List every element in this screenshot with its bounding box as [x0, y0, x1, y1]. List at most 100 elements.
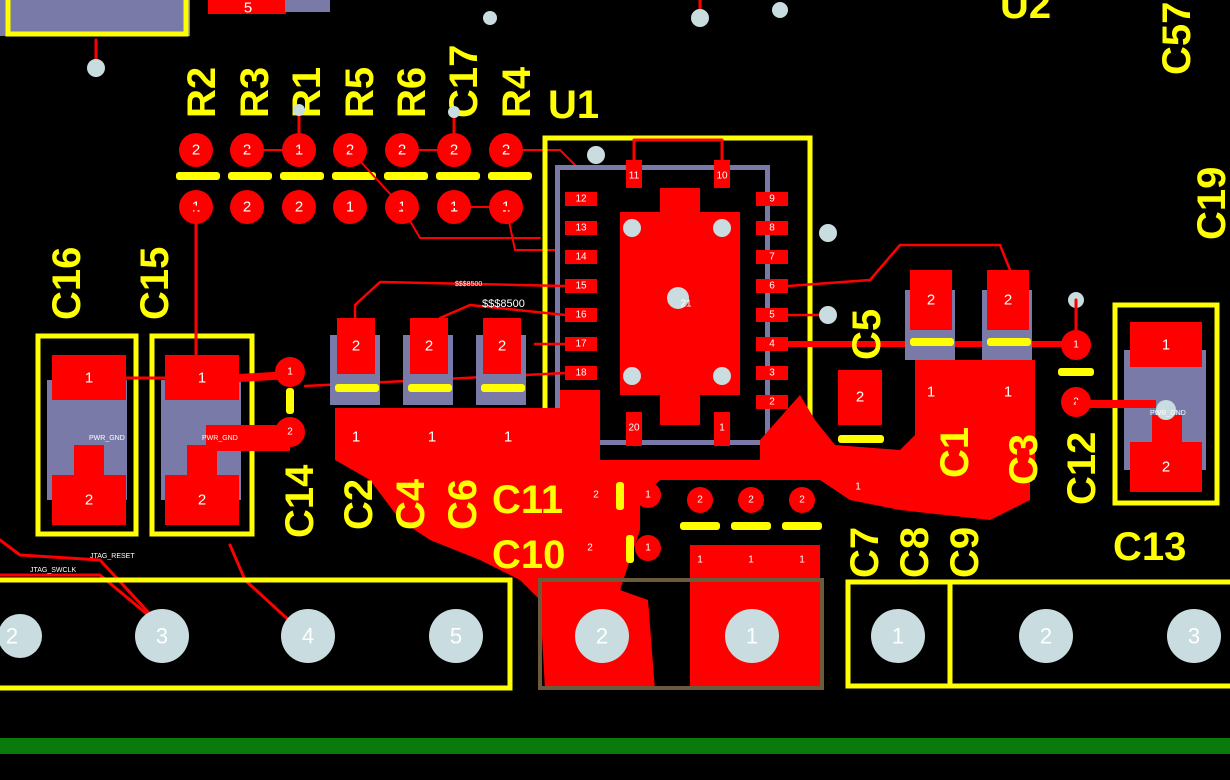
pad-label: 1 [198, 370, 206, 387]
pad-label: 2 [1004, 292, 1012, 309]
caps-c12-c13: 1 2 C12 1 2 PWR_GND C13 [1058, 292, 1220, 569]
pad-label: 2 [593, 490, 599, 501]
pad-label: 1 [927, 384, 935, 401]
caps-c16-c15: C16 C15 1 1 2 2 PWR_GND PWR_GND [35, 205, 294, 537]
refdes-r2: R2 [180, 67, 224, 118]
pin-label: 9 [769, 194, 775, 205]
refdes-c1: C1 [933, 427, 977, 478]
pad-label: 1 [1073, 340, 1079, 351]
pad-label: 1 [645, 543, 651, 554]
refdes-c4: C4 [389, 478, 433, 530]
pin-label: 2 [769, 397, 775, 408]
refdes-c3: C3 [1002, 434, 1046, 485]
pad-label: 1 [346, 199, 354, 216]
pin-label: 17 [575, 339, 587, 350]
pad-label: 2 [697, 495, 703, 506]
pad-label: 1 [1004, 384, 1012, 401]
refdes-c2: C2 [337, 479, 381, 530]
pin-label: 1 [892, 624, 904, 649]
pin-label: 3 [156, 624, 168, 649]
pin-label: 2 [6, 624, 18, 649]
pad-label: 2 [295, 199, 303, 216]
vias-top [87, 0, 788, 77]
pad-label: 2 [1162, 459, 1170, 476]
pin-label: 2 [1040, 624, 1052, 649]
pin-label: 10 [716, 171, 728, 182]
refdes-c57: C57 [1155, 2, 1199, 75]
pad-label: 2 [192, 142, 200, 159]
refdes-u2: U2 [1000, 0, 1051, 27]
pin-label: 8 [769, 223, 775, 234]
refdes-c19: C19 [1190, 167, 1230, 240]
net-label: PWR_GND [1150, 410, 1186, 417]
pad-label: 1 [799, 555, 805, 566]
pad-label: 1 [428, 429, 436, 446]
cap-c14: 1 2 C14 [275, 357, 322, 538]
pad-label: 2 [243, 199, 251, 216]
pad-label: 2 [856, 389, 864, 406]
refdes-c14: C14 [278, 464, 322, 538]
pad-label: 1 [504, 429, 512, 446]
pin-label: 5 [769, 310, 775, 321]
pad-label: 2 [927, 292, 935, 309]
pad-label: 1 [855, 482, 861, 493]
pin-label: 7 [769, 252, 775, 263]
refdes-c12: C12 [1060, 432, 1104, 505]
net-label: PWR_GND [89, 435, 125, 442]
refdes-c8: C8 [893, 527, 937, 578]
pin-label: 4 [302, 624, 314, 649]
net-label: JTAG_RESET [90, 553, 135, 560]
net-label: JTAG_SWCLK [30, 567, 76, 574]
refdes-c17: C17 [442, 45, 486, 118]
pin-label: 3 [769, 368, 775, 379]
connector-center: 2 1 [538, 578, 824, 690]
refdes-r5: R5 [338, 67, 382, 118]
refdes-u1: U1 [548, 83, 599, 127]
net-label: PWR_GND [202, 435, 238, 442]
pad-label: 1 [352, 429, 360, 446]
pad-label: 2 [799, 495, 805, 506]
pad-label: 1 [697, 555, 703, 566]
refdes-c10: C10 [492, 533, 565, 577]
connector-left: 2 3 4 5 [0, 577, 513, 691]
pin-label: 5 [450, 624, 462, 649]
pin-label: 21 [680, 299, 692, 310]
refdes-c6: C6 [441, 479, 485, 530]
pad-label: 1 [287, 367, 293, 378]
board-edge [0, 738, 1230, 754]
refdes-c13: C13 [1113, 525, 1186, 569]
pad-label: 5 [244, 0, 252, 17]
pin-label: 14 [575, 252, 587, 263]
cap-bank-c2-c4-c6: 2 2 2 1 1 1 C2 C4 C6 [330, 318, 1030, 690]
pin-label: 6 [769, 281, 775, 292]
resistor-array: R2 R3 R1 R5 R6 C17 R4 2 2 1 2 2 2 2 1 [176, 45, 576, 251]
pin-label: 11 [629, 171, 640, 182]
pin-label: 15 [575, 281, 587, 292]
connector-right: 1 2 3 [845, 579, 1230, 689]
caps-c11-c10: C11 C10 2 1 2 1 [492, 478, 661, 577]
pad-label: 1 [85, 370, 93, 387]
pin-label: 18 [575, 368, 587, 379]
pin-label: 2 [596, 624, 608, 649]
pad-label: 1 [748, 555, 754, 566]
pin-label: 13 [575, 223, 587, 234]
refdes-c16: C16 [45, 247, 89, 320]
pad-label: 2 [498, 338, 506, 355]
refdes-r1: R1 [285, 67, 329, 118]
pin-label: 3 [1188, 624, 1200, 649]
net-label: $$$8500 [482, 298, 525, 310]
refdes-c11: C11 [492, 478, 563, 522]
refdes-r4: R4 [495, 66, 539, 118]
pad-label: 1 [645, 490, 651, 501]
refdes-c9: C9 [943, 527, 987, 578]
pad-label: 2 [425, 338, 433, 355]
pin-label: 4 [769, 339, 775, 350]
pad-label: 2 [287, 427, 293, 438]
pin-label: 1 [746, 624, 758, 649]
pad-label: 2 [587, 543, 593, 554]
pin-label: 20 [628, 423, 640, 434]
caps-c5-c1-c3: C5 2 2 2 1 1 C1 C3 1 [785, 224, 1083, 493]
pin-label: 16 [575, 310, 587, 321]
pin-label: 1 [719, 423, 725, 434]
